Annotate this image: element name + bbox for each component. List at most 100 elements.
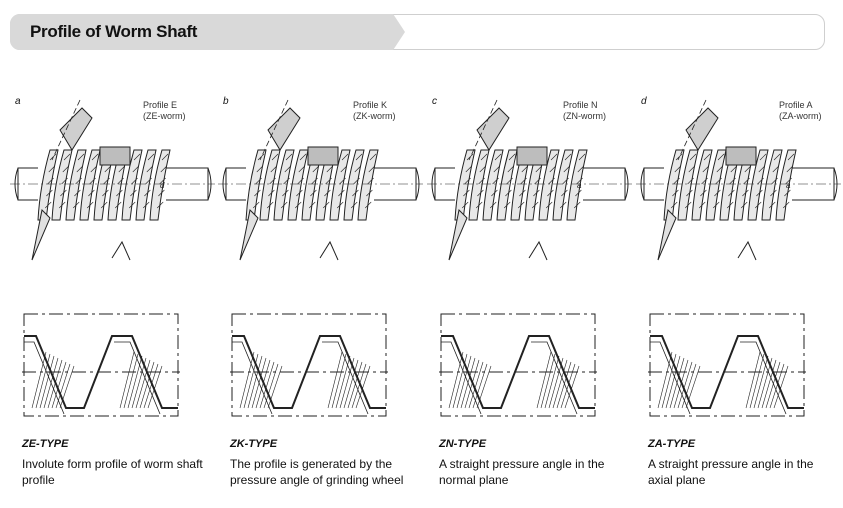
thread-hatch bbox=[91, 153, 99, 161]
section-box bbox=[516, 146, 548, 166]
hatch-line bbox=[147, 365, 163, 409]
hatch-line bbox=[259, 361, 275, 409]
thread-hatch bbox=[269, 177, 276, 185]
hatch-line bbox=[243, 353, 259, 409]
thread-hatch bbox=[744, 165, 752, 173]
hatch-line bbox=[773, 365, 789, 409]
hatch-line bbox=[339, 357, 355, 409]
profile-name: Profile A bbox=[779, 100, 813, 110]
grinding-tool bbox=[267, 107, 301, 151]
thread-hatch bbox=[369, 153, 377, 161]
thread-hatch bbox=[104, 165, 112, 173]
thread-hatch bbox=[687, 177, 694, 185]
thread-hatch bbox=[364, 201, 372, 209]
type-description: Involute form profile of worm shaft prof… bbox=[22, 457, 203, 487]
profile-label: Profile A (ZA-worm) bbox=[779, 100, 822, 122]
hatch-line bbox=[757, 357, 773, 409]
thread-hatch bbox=[534, 177, 541, 185]
hatch-line bbox=[47, 359, 63, 409]
hatch-line bbox=[139, 361, 155, 409]
thread-hatch bbox=[758, 165, 766, 173]
hatch-line bbox=[665, 355, 681, 409]
thread-hatch bbox=[117, 177, 124, 185]
thread-hatch bbox=[521, 165, 529, 173]
hatch-line bbox=[456, 355, 472, 409]
thread-hatch bbox=[715, 177, 722, 185]
thread-hatch bbox=[159, 177, 166, 185]
thread-hatch bbox=[350, 201, 358, 209]
thread-hatch bbox=[701, 177, 708, 185]
panel-letter: a bbox=[15, 96, 21, 107]
hatch-line bbox=[347, 361, 363, 409]
thread-hatch bbox=[368, 165, 376, 173]
worm-shaft-drawing: a bbox=[427, 99, 632, 261]
hatch-line bbox=[263, 363, 279, 409]
thread-hatch bbox=[146, 165, 154, 173]
thread-hatch bbox=[492, 177, 499, 185]
hatch-line bbox=[753, 355, 769, 409]
thread-hatch bbox=[531, 201, 539, 209]
thread-hatch bbox=[684, 201, 692, 209]
thread-hatch bbox=[576, 177, 583, 185]
hatch-line bbox=[460, 357, 476, 409]
cutting-blade bbox=[448, 208, 468, 261]
thread-hatch bbox=[493, 165, 501, 173]
tooth-outline bbox=[650, 335, 804, 409]
thread-hatch bbox=[564, 153, 572, 161]
panel-zn: c Profile N (ZN-worm) a ZN-TYPE A straig… bbox=[427, 90, 632, 508]
thread-hatch bbox=[63, 153, 71, 161]
hatch-line bbox=[761, 359, 777, 409]
thread-hatch bbox=[299, 153, 307, 161]
panel-letter: b bbox=[223, 96, 229, 107]
thread-hatch bbox=[158, 189, 165, 197]
thread-hatch bbox=[507, 165, 515, 173]
thread-hatch bbox=[577, 165, 585, 173]
hatch-line bbox=[331, 353, 347, 409]
hatch-line bbox=[39, 355, 55, 409]
thread-hatch bbox=[730, 165, 738, 173]
tooth-profile-drawing bbox=[22, 313, 180, 417]
thread-hatch bbox=[756, 189, 763, 197]
thread-hatch bbox=[312, 165, 320, 173]
thread-hatch bbox=[116, 189, 123, 197]
thread-hatch bbox=[132, 165, 140, 173]
thread-hatch bbox=[325, 177, 332, 185]
thread-hatch bbox=[114, 201, 122, 209]
thread-hatch bbox=[254, 189, 261, 197]
thread-hatch bbox=[465, 165, 473, 173]
thread-hatch bbox=[367, 177, 374, 185]
thread-hatch bbox=[296, 189, 303, 197]
thread-hatch bbox=[545, 201, 553, 209]
thread-hatch bbox=[505, 189, 512, 197]
thread-hatch bbox=[46, 189, 53, 197]
thread-hatch bbox=[48, 165, 56, 173]
thread-hatch bbox=[547, 189, 554, 197]
thread-hatch bbox=[44, 201, 52, 209]
thread-hatch bbox=[324, 189, 331, 197]
tool-axis bbox=[51, 99, 81, 161]
panel-za: d Profile A (ZA-worm) a ZA-TYPE A straig… bbox=[636, 90, 841, 508]
thread-hatch bbox=[479, 165, 487, 173]
thread-hatch bbox=[562, 177, 569, 185]
profile-code: (ZN-worm) bbox=[563, 111, 606, 121]
hatch-line bbox=[35, 353, 51, 409]
thread-hatch bbox=[726, 201, 734, 209]
thread-hatch bbox=[559, 201, 567, 209]
hatch-line bbox=[464, 359, 480, 409]
thread-hatch bbox=[280, 201, 288, 209]
thread-hatch bbox=[716, 165, 724, 173]
thread-hatch bbox=[686, 189, 693, 197]
thread-hatch bbox=[145, 177, 152, 185]
thread-hatch bbox=[729, 177, 736, 185]
worm-shaft-drawing: a bbox=[636, 99, 841, 261]
thread-hatch bbox=[352, 189, 359, 197]
thread-hatch bbox=[161, 153, 169, 161]
thread-hatch bbox=[477, 189, 484, 197]
profile-name: Profile N bbox=[563, 100, 598, 110]
thread-hatch bbox=[688, 165, 696, 173]
thread-hatch bbox=[131, 177, 138, 185]
profile-label: Profile E (ZE-worm) bbox=[143, 100, 186, 122]
thread-hatch bbox=[768, 201, 776, 209]
hatch-line bbox=[685, 365, 701, 409]
hatch-line bbox=[769, 363, 785, 409]
